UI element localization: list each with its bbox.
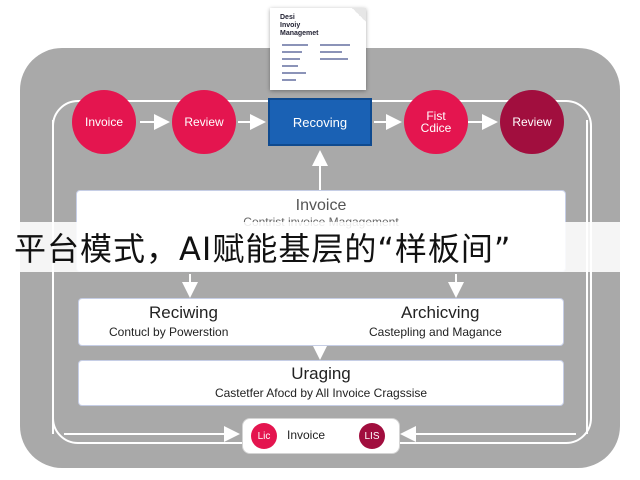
badge-lic: Lic — [251, 423, 277, 449]
step-review[interactable]: Review — [172, 90, 236, 154]
panel-uraging-subtitle: Castetfer Afocd by All Invoice Cragssise — [214, 386, 428, 400]
panel-archiving-title: Archicving — [401, 303, 480, 322]
document-title: Desi Invoiy Managemet — [280, 14, 319, 37]
badge-lis: LIS — [359, 423, 385, 449]
panel-uraging[interactable]: Uraging Castetfer Afocd by All Invoice C… — [78, 360, 564, 406]
step-invoice[interactable]: Invoice — [72, 90, 136, 154]
panel-receiving-title: Reciwing — [149, 303, 218, 322]
pill-label: Invoice — [287, 428, 326, 442]
panel-receiving-subtitle: Contucl by Powerstion — [109, 325, 229, 339]
panel-receiving-archiving[interactable]: Reciwing Contucl by Powerstion Archicvin… — [78, 298, 564, 346]
step-first-choice[interactable]: Fist Cdice — [404, 90, 468, 154]
bottom-invoice-pill[interactable]: Lic Invoice LIS — [242, 418, 400, 454]
step-review-final[interactable]: Review — [500, 90, 564, 154]
step-recoving[interactable]: Recoving — [268, 98, 372, 146]
panel-invoice-title: Invoice — [295, 197, 347, 214]
overlay-banner: 平台模式，AI赋能基层的“样板间” — [0, 222, 640, 272]
panel-uraging-title: Uraging — [291, 364, 351, 383]
document-icon: Desi Invoiy Managemet — [270, 8, 366, 90]
panel-archiving-subtitle: Castepling and Magance — [369, 325, 502, 339]
